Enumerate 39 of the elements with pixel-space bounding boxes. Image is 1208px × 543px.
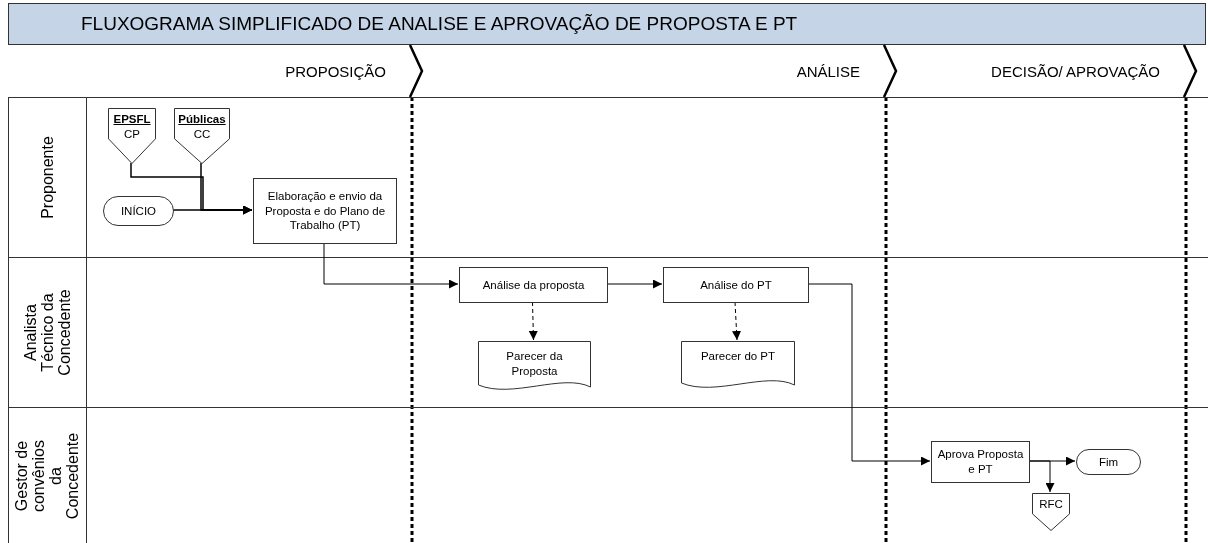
arrow (807, 283, 931, 466)
lane-label: Gestor de convênios da Concedente (13, 432, 82, 519)
node-text: Fim (1097, 454, 1120, 470)
node-text: Análise da proposta (481, 277, 586, 293)
terminator-shape (103, 196, 174, 226)
process-box (663, 267, 809, 303)
node-text: Parecer da Proposta (505, 349, 564, 379)
node-text: CC (192, 126, 212, 142)
arrow (172, 205, 253, 215)
arrow (606, 279, 663, 289)
title-text: FLUXOGRAMA SIMPLIFICADO DE ANALISE E APROVAÇÃO DE PROPOSTA E PT (81, 13, 798, 35)
node-text: Aprova Proposta e PT (936, 447, 1025, 477)
offpage-connector (1032, 493, 1070, 531)
phase-label: ANÁLISE (796, 62, 860, 80)
process-box (459, 267, 608, 303)
node-text: Análise do PT (699, 277, 773, 293)
arrow (1028, 460, 1055, 493)
offpage-connector (174, 108, 230, 164)
node-text: INÍCIO (119, 203, 158, 219)
phase-label: DECISÃO/ APROVAÇÃO (991, 62, 1160, 80)
offpage-connector (108, 108, 156, 164)
node-text: RFC (1038, 497, 1064, 512)
arrow (732, 301, 741, 341)
swimlane (8, 97, 1208, 257)
swimlane (8, 257, 1208, 407)
arrow (323, 242, 459, 289)
arrow (528, 301, 538, 341)
node-text: Públicas (177, 112, 227, 127)
swimlane (8, 407, 1208, 543)
phase-label: PROPOSIÇÃO (285, 62, 386, 80)
process-box (931, 441, 1030, 483)
node-text: EPSFL (112, 112, 152, 127)
node-text: Elaboração e envio da Proposta e do Plano de Trabalho (PT) (263, 188, 387, 234)
terminator-shape (1076, 449, 1141, 475)
node-text: Parecer do PT (699, 349, 777, 364)
node-text: CP (123, 126, 141, 142)
lane-label: Analista Técnico da Concedente (22, 289, 73, 376)
process-box (253, 178, 397, 244)
lane-label: Proponente (39, 136, 56, 219)
